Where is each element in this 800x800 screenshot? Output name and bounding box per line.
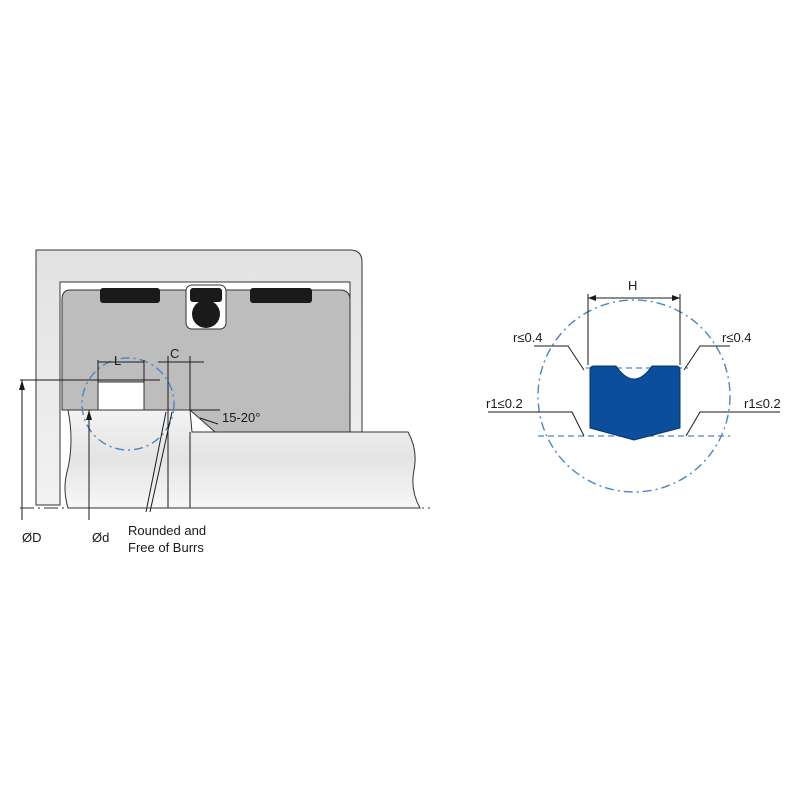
label-r-right: r≤0.4 — [722, 330, 752, 345]
label-H: H — [628, 278, 637, 293]
o-ring — [192, 300, 220, 328]
seal-element-left — [100, 288, 160, 303]
detail-circle — [81, 357, 175, 451]
cylinder-bore — [35, 249, 363, 506]
left-installation-diagram: L C 15-20° ØD Ød Rounded and Free of Bur… — [19, 249, 430, 555]
label-bore-diameter: ØD — [22, 530, 42, 545]
profile-detail-circle — [537, 299, 731, 493]
label-angle: 15-20° — [222, 410, 260, 425]
label-r1-left: r1≤0.2 — [486, 396, 523, 411]
label-C: C — [170, 346, 179, 361]
note-rounded: Rounded and — [128, 523, 206, 538]
o-ring-cap — [190, 288, 222, 302]
seal-profile — [589, 365, 681, 441]
seal-element-right — [250, 288, 312, 303]
right-seal-profile-diagram: H r≤0.4 r≤0.4 r1≤0.2 r1≤0.2 — [486, 278, 781, 493]
label-r-left: r≤0.4 — [513, 330, 543, 345]
label-r1-right: r1≤0.2 — [744, 396, 781, 411]
label-groove-diameter: Ød — [92, 530, 109, 545]
piston-rod — [64, 409, 421, 509]
label-L: L — [114, 353, 121, 368]
note-burrs: Free of Burrs — [128, 540, 204, 555]
seal-groove — [97, 381, 145, 411]
